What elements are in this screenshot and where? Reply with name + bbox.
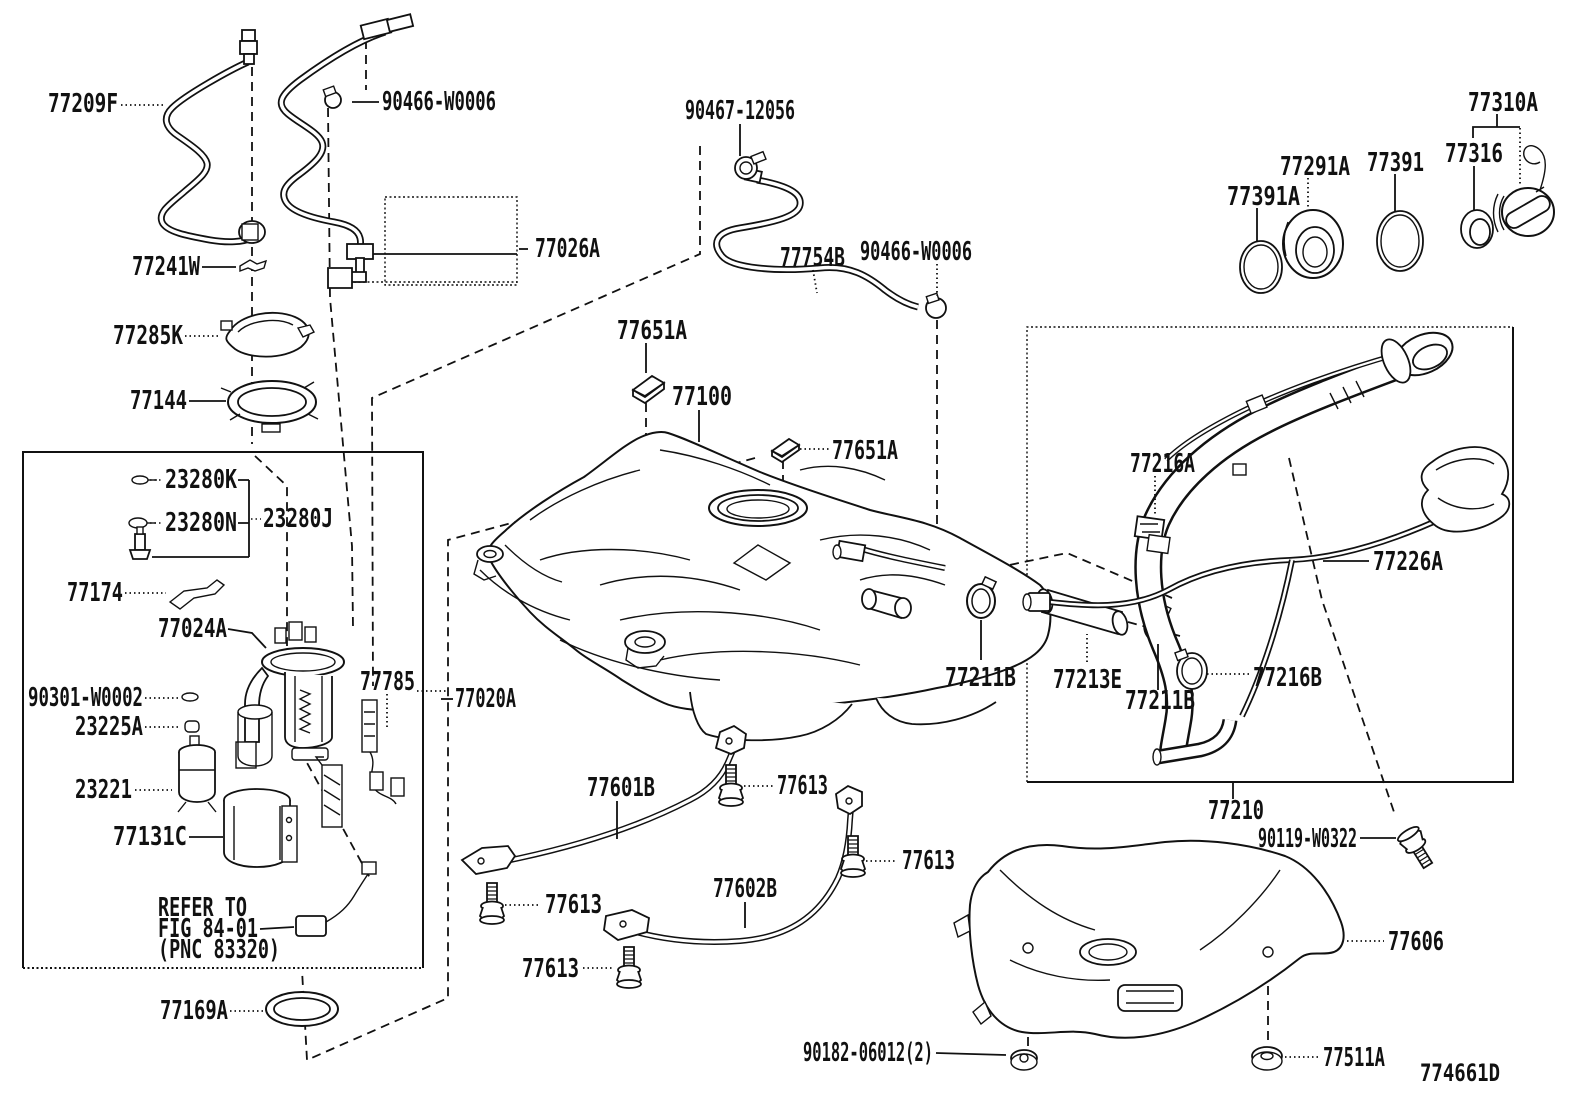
fuel-tank-drawing	[473, 431, 1052, 742]
part-label-23280N: 23280N	[165, 508, 237, 538]
filler-pipe-group-box	[1026, 326, 1514, 783]
part-label-77391: 77391	[1367, 148, 1424, 178]
hose-clamp-icon	[322, 85, 342, 109]
part-label-90466-1: 90466-W0006	[382, 87, 496, 117]
part-label-77606: 77606	[1388, 927, 1444, 957]
cap-gasket-icon	[1460, 209, 1494, 249]
part-label-77174: 77174	[67, 578, 123, 608]
part-label-77651A-2: 77651A	[832, 436, 898, 466]
shield-nut-icons	[1010, 1046, 1283, 1071]
part-label-90119: 90119-W0322	[1258, 824, 1357, 854]
part-label-77613-3: 77613	[545, 890, 602, 920]
part-label-77210: 77210	[1208, 796, 1264, 826]
part-label-90182: 90182-06012(2)	[803, 1038, 933, 1068]
band-bolt-icon-4	[479, 882, 505, 925]
part-label-77226A: 77226A	[1373, 547, 1443, 577]
part-label-23225A: 23225A	[75, 712, 143, 742]
harness-connector-drawing	[295, 861, 377, 937]
part-label-77613-4: 77613	[522, 954, 579, 984]
breather-tube-drawing	[277, 13, 415, 289]
band-bolt-icon-3	[616, 946, 642, 989]
part-label-77511A: 77511A	[1323, 1043, 1385, 1073]
part-label-77100: 77100	[672, 382, 732, 412]
part-label-23280J: 23280J	[263, 504, 333, 534]
tube-clip-icon	[239, 259, 268, 273]
part-label-77026A: 77026A	[535, 234, 600, 264]
part-label-77216B: 77216B	[1253, 663, 1322, 693]
part-labels: 77209F 90466-W0006 77241W 77285K 77144 2…	[28, 87, 1538, 1087]
part-label-77213E: 77213E	[1053, 665, 1122, 695]
part-label-77613-1: 77613	[777, 771, 828, 801]
part-label-77020A: 77020A	[455, 684, 516, 714]
part-label-77024A: 77024A	[158, 614, 227, 644]
part-label-77216A: 77216A	[1130, 449, 1195, 479]
sender-gauge-drawing	[361, 699, 405, 805]
part-label-23280K: 23280K	[165, 465, 237, 495]
part-label-77602B: 77602B	[713, 874, 777, 904]
part-label-77211B-2: 77211B	[1125, 686, 1195, 716]
fuel-pump-23221-drawing	[177, 735, 217, 813]
small-rings	[181, 692, 200, 733]
tank-band-rh-drawing	[460, 724, 747, 875]
bracket-23280	[150, 479, 261, 558]
filler-pipe-drawing	[1022, 331, 1511, 766]
part-label-77241W: 77241W	[132, 252, 200, 282]
part-label-90466-2: 90466-W0006	[860, 237, 972, 267]
note-pnc: (PNC 83320)	[158, 935, 280, 965]
gasket-plate-drawing	[265, 991, 339, 1027]
filter-case-drawing	[223, 788, 298, 868]
protector-drawing	[220, 311, 315, 358]
cushion-pad-icons	[631, 374, 801, 464]
tank-band-lh-drawing	[603, 784, 863, 945]
figure-code: 774661D	[1420, 1059, 1500, 1087]
filler-ring-icon	[1376, 210, 1424, 272]
part-label-77144: 77144	[130, 386, 187, 416]
breather-hose-drawing	[713, 150, 947, 319]
shield-ring-icon	[1239, 240, 1283, 294]
pipe-bracket-icon	[1133, 515, 1171, 555]
pump-clip-icon	[168, 579, 226, 610]
part-label-77310A: 77310A	[1468, 88, 1538, 118]
part-label-77285K: 77285K	[113, 321, 183, 351]
pipe-bolt-icon	[1395, 823, 1439, 873]
fuel-tube-drawing	[157, 29, 266, 246]
note-fig: FIG 84-01	[158, 914, 258, 944]
part-label-77291A: 77291A	[1280, 152, 1350, 182]
pipe-clamp-icon	[1174, 648, 1208, 690]
part-label-77316: 77316	[1445, 139, 1503, 169]
part-label-90467: 90467-12056	[685, 96, 795, 126]
tank-shield-drawing	[953, 839, 1345, 1039]
tube-set-group-box	[345, 196, 518, 286]
part-label-77169A: 77169A	[160, 996, 228, 1026]
part-label-77785: 77785	[360, 667, 415, 697]
part-label-23221: 23221	[75, 775, 132, 805]
part-label-77651A-1: 77651A	[617, 316, 687, 346]
part-label-77391A: 77391A	[1227, 182, 1300, 212]
part-label-77754B: 77754B	[780, 243, 845, 273]
band-bolt-icon-2	[840, 835, 866, 878]
part-label-77211B-1: 77211B	[945, 663, 1016, 693]
part-label-77209F: 77209F	[48, 89, 118, 119]
part-label-77131C: 77131C	[113, 822, 187, 852]
filler-grommet-icon	[1282, 209, 1344, 279]
part-label-90301: 90301-W0002	[28, 683, 143, 713]
retainer-ring-drawing	[220, 380, 319, 433]
part-label-77601B: 77601B	[587, 773, 655, 803]
fuel-cap-icon	[1492, 145, 1555, 237]
pump-module-group-box	[22, 451, 424, 969]
fuel-pump-module-drawing	[235, 621, 345, 828]
note-refer-to: REFER TO	[158, 893, 247, 923]
screw-icons	[128, 475, 157, 560]
part-label-77613-2: 77613	[902, 846, 955, 876]
leader-lines	[121, 101, 1521, 1058]
